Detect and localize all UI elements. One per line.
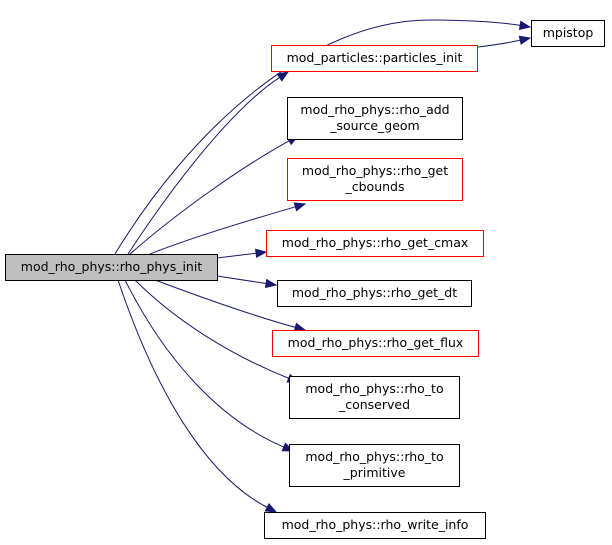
node-label: _primitive bbox=[343, 465, 406, 480]
node-label: mod_rho_phys::rho_get bbox=[302, 163, 448, 178]
node-box bbox=[289, 444, 460, 487]
edge-line bbox=[114, 19, 521, 255]
nodes-layer: mod_rho_phys::rho_phys_init mpistopmod_pa… bbox=[5, 20, 605, 539]
node-root[interactable]: mod_rho_phys::rho_phys_init bbox=[5, 254, 218, 281]
node-label: mod_rho_phys::rho_phys_init bbox=[21, 259, 203, 274]
node-label: mod_particles::particles_init bbox=[287, 50, 463, 65]
arrowhead-icon bbox=[264, 278, 278, 289]
node-box bbox=[271, 45, 478, 72]
edge-root-to-rho_write_info bbox=[117, 279, 278, 513]
node-rho_to_conserved[interactable]: mod_rho_phys::rho_to_conserved bbox=[289, 376, 460, 419]
edge-root-to-rho_get_cmax bbox=[216, 248, 268, 259]
arrowhead-icon bbox=[276, 71, 290, 82]
edge-line bbox=[129, 140, 290, 255]
node-label: mod_rho_phys::rho_write_info bbox=[282, 517, 469, 532]
arrowhead-icon bbox=[264, 502, 278, 513]
node-label: mod_rho_phys::rho_to bbox=[305, 381, 443, 396]
arrowhead-icon bbox=[518, 20, 532, 30]
node-rho_get_dt[interactable]: mod_rho_phys::rho_get_dt bbox=[277, 280, 472, 307]
node-label: mod_rho_phys::rho_to bbox=[305, 449, 443, 464]
node-box bbox=[5, 254, 218, 281]
arrowhead-icon bbox=[254, 248, 268, 259]
node-rho_to_primitive[interactable]: mod_rho_phys::rho_to_primitive bbox=[289, 444, 460, 487]
node-box bbox=[266, 230, 484, 257]
edge-line bbox=[117, 279, 268, 508]
node-box bbox=[264, 512, 486, 539]
edge-line bbox=[216, 252, 257, 259]
node-rho_add_source_geom[interactable]: mod_rho_phys::rho_add_source_geom bbox=[287, 97, 463, 140]
node-mpistop[interactable]: mpistop bbox=[531, 20, 605, 47]
node-rho_get_cmax[interactable]: mod_rho_phys::rho_get_cmax bbox=[266, 230, 484, 257]
edge-root-to-rho_get_dt bbox=[216, 275, 278, 289]
edge-line bbox=[124, 279, 284, 448]
node-rho_write_info[interactable]: mod_rho_phys::rho_write_info bbox=[264, 512, 486, 539]
edge-line bbox=[127, 77, 280, 255]
edge-particles_init-to-mpistop bbox=[477, 35, 532, 48]
node-particles_init[interactable]: mod_particles::particles_init bbox=[271, 45, 478, 72]
edge-line bbox=[149, 206, 296, 255]
node-label: mod_rho_phys::rho_get_flux bbox=[288, 335, 464, 350]
node-rho_get_flux[interactable]: mod_rho_phys::rho_get_flux bbox=[272, 330, 479, 357]
edge-line bbox=[154, 279, 296, 328]
node-box bbox=[289, 376, 460, 419]
edge-root-to-rho_get_cbounds bbox=[149, 202, 307, 255]
node-label: _conserved bbox=[338, 397, 410, 412]
node-box bbox=[272, 330, 479, 357]
edge-line bbox=[134, 279, 289, 379]
edge-root-to-particles_init bbox=[127, 71, 290, 255]
edge-root-to-mpistop bbox=[114, 19, 532, 255]
node-label: _cbounds bbox=[345, 179, 405, 194]
node-label: mod_rho_phys::rho_get_dt bbox=[292, 285, 457, 300]
node-label: mpistop bbox=[543, 25, 594, 40]
node-label: _source_geom bbox=[329, 118, 419, 133]
edge-root-to-rho_to_primitive bbox=[124, 279, 295, 452]
arrowhead-icon bbox=[518, 35, 532, 45]
node-label: mod_rho_phys::rho_add bbox=[300, 102, 449, 117]
node-rho_get_cbounds[interactable]: mod_rho_phys::rho_get_cbounds bbox=[287, 158, 463, 201]
arrowhead-icon bbox=[293, 202, 307, 212]
node-box bbox=[531, 20, 605, 47]
node-box bbox=[287, 158, 463, 201]
node-label: mod_rho_phys::rho_get_cmax bbox=[282, 235, 469, 250]
node-box bbox=[287, 97, 463, 140]
node-box bbox=[277, 280, 472, 307]
edge-line bbox=[477, 39, 521, 48]
edge-line bbox=[216, 275, 267, 285]
